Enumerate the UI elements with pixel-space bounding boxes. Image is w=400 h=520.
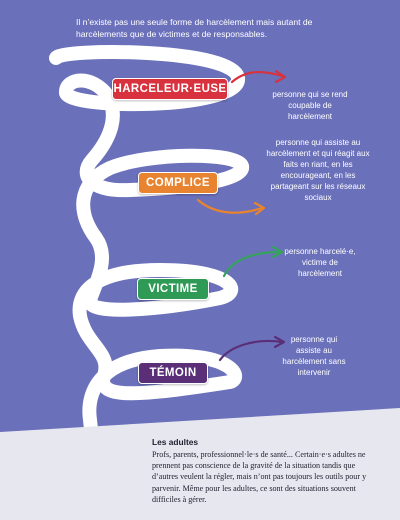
arrow-harceleur [230,69,287,84]
description-victime: personne harcelé·e, victime de harcèleme… [284,247,356,278]
description-harceleur: personne qui se rend coupable de harcèle… [272,90,348,121]
badge-harceleur: HARCELEUR·EUSE [112,78,228,100]
arrow-complice [196,198,266,216]
badge-complice: COMPLICE [138,172,218,194]
description-temoin: personne qui assiste au harcèlement sans… [282,335,346,377]
arrow-victime [222,245,284,278]
arrow-temoin [218,335,286,362]
badge-victime: VICTIME [137,278,209,300]
spiral-ribbon [49,45,249,520]
badge-temoin: TÉMOIN [138,362,208,384]
intro-text: Il n’existe pas une seule forme de harcè… [76,17,313,39]
description-complice: personne qui assiste au harcèlement et q… [266,138,370,202]
adults-title: Les adultes [152,437,199,447]
adults-text: Profs, parents, professionnel·le·s de sa… [152,450,367,504]
